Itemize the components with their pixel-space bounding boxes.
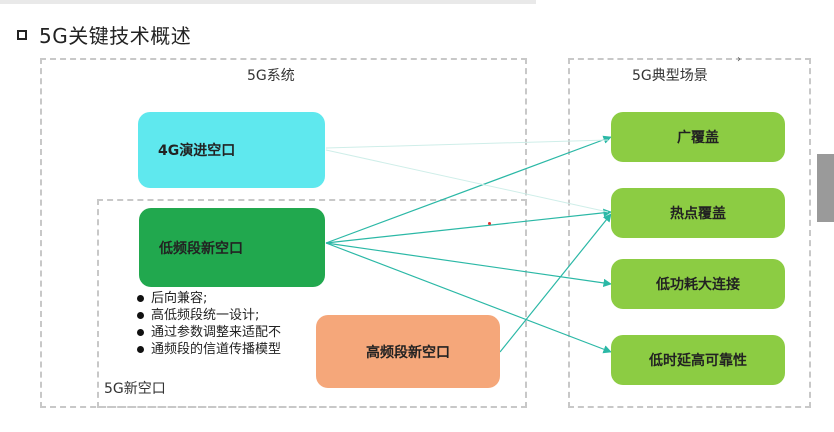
arrow-low-to-massive: [325, 242, 612, 288]
feature-item: 后向兼容;: [134, 290, 281, 307]
square-bullet-icon: [17, 29, 27, 40]
arrow-high-to-hotspot: [499, 213, 612, 353]
page-title: 5G关键技术概述: [39, 24, 192, 48]
arrow-low-to-reliable: [325, 242, 612, 354]
top-divider: [0, 0, 536, 4]
low-band-features: 后向兼容; 高低频段统一设计; 通过参数调整来适配不 通频段的信道传播模型: [134, 290, 281, 358]
arrow-low-to-hotspot: [325, 208, 612, 244]
scenarios-region-label: 5G典型场景: [632, 68, 708, 84]
scenarios-region: [568, 58, 811, 408]
red-dot-mark: [488, 222, 491, 225]
node-low-band-nr: 低频段新空口: [139, 208, 325, 287]
scenario-low-power-massive: 低功耗大连接: [611, 259, 785, 309]
feature-item: 高低频段统一设计;: [134, 307, 281, 324]
scenario-wide-coverage: 广覆盖: [611, 112, 785, 162]
feature-item: 通过参数调整来适配不: [134, 324, 281, 341]
node-high-band-nr: 高频段新空口: [316, 315, 500, 388]
node-4g-evolution: 4G演进空口: [138, 112, 325, 188]
scenario-hotspot-coverage: 热点覆盖: [611, 188, 785, 238]
new-air-interface-region: [97, 199, 527, 408]
arrow-lte-to-hotspot: [325, 149, 609, 213]
feature-item-continued: 通频段的信道传播模型: [134, 341, 281, 358]
system-region-label: 5G系统: [247, 68, 295, 84]
arrow-low-to-wide: [325, 135, 612, 244]
arrow-lte-to-wide: [325, 139, 609, 149]
scenario-low-latency-reliable: 低时延高可靠性: [611, 335, 785, 385]
new-air-interface-label: 5G新空口: [104, 381, 166, 397]
cursor-mark: ›: [737, 54, 741, 65]
side-scroll-tab[interactable]: [817, 154, 834, 222]
page-header: 5G关键技术概述: [17, 20, 191, 49]
